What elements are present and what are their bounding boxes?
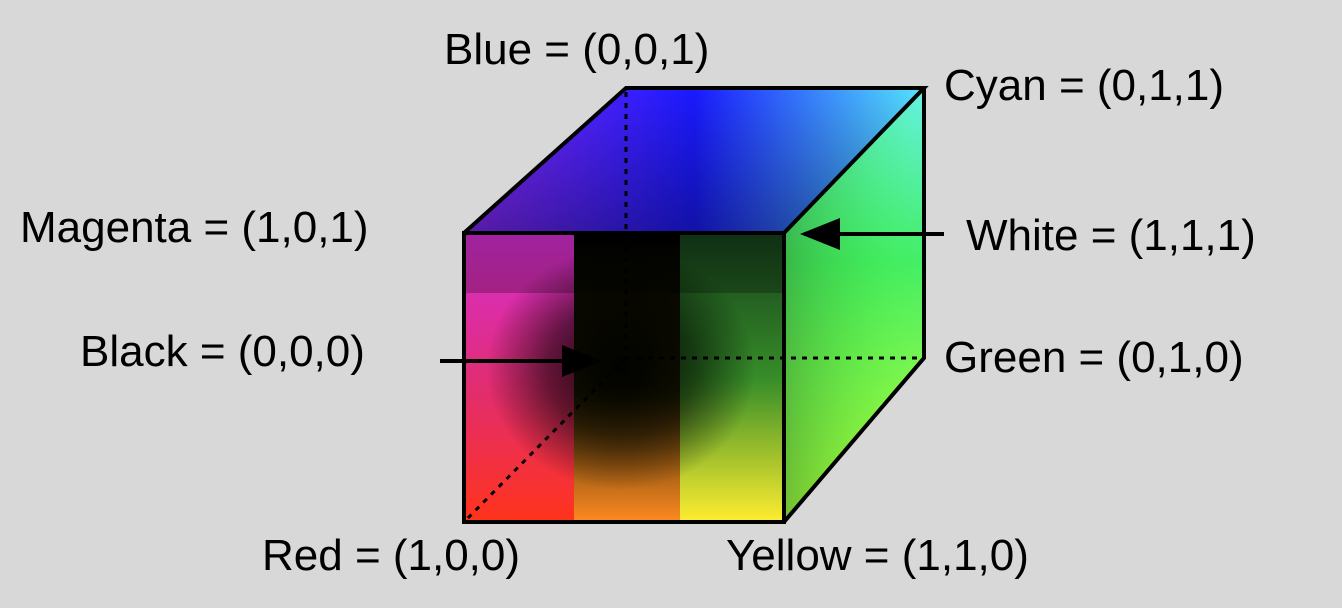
label-black: Black = (0,0,0) [80, 327, 365, 376]
label-magenta: Magenta = (1,0,1) [20, 203, 369, 252]
label-red: Red = (1,0,0) [262, 531, 521, 580]
top-face [464, 88, 924, 233]
label-white: White = (1,1,1) [966, 211, 1256, 260]
front-face [464, 233, 784, 522]
right-face [784, 88, 924, 522]
hidden-edges [464, 92, 920, 522]
label-cyan: Cyan = (0,1,1) [944, 61, 1225, 110]
label-green: Green = (0,1,0) [944, 333, 1244, 382]
label-yellow: Yellow = (1,1,0) [726, 531, 1029, 580]
label-blue: Blue = (0,0,1) [444, 25, 710, 74]
cube-edges [462, 86, 929, 524]
